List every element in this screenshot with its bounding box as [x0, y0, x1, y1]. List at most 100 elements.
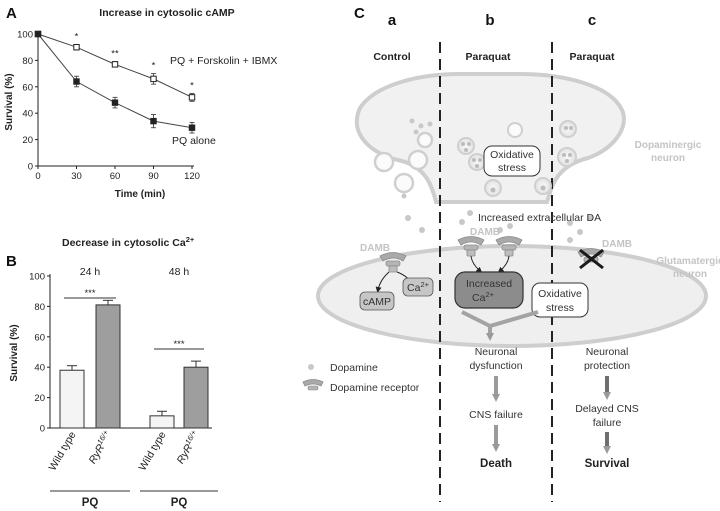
- bar-y-tick-label: 80: [34, 302, 45, 313]
- ca-label: Ca2+: [407, 280, 430, 294]
- oxidative-stress-presynaptic: [483, 145, 541, 177]
- x-tick-label: 0: [35, 171, 40, 182]
- damb-label-c: DAMB: [602, 239, 632, 250]
- extracellular-da-label: Increased extracellular DA: [478, 212, 601, 224]
- column-c-letter: c: [588, 12, 596, 29]
- bar-y-tick-label: 40: [34, 363, 45, 374]
- y-tick-label: 40: [22, 109, 33, 120]
- panel-b: B Decrease in cytosolic Ca2+ 02040608010…: [6, 235, 218, 509]
- x-tick-label: 120: [184, 171, 200, 182]
- panel-c-letter: C: [354, 5, 365, 22]
- y-tick-label: 20: [22, 135, 33, 146]
- y-tick-label: 80: [22, 56, 33, 67]
- y-tick-label: 60: [22, 82, 33, 93]
- oxidative-stress-bottom-line1: Oxidative: [538, 288, 582, 300]
- dopaminergic-terminal: [354, 72, 626, 204]
- series-label-pq-alone: PQ alone: [172, 135, 216, 147]
- vesicles-paraquat: [457, 122, 552, 197]
- bar-y-tick-label: 0: [40, 424, 45, 435]
- damb-label-b: DAMB: [470, 227, 500, 238]
- flow-b-step1-line1: Neuronal: [475, 346, 518, 358]
- group-time-label: 24 h: [80, 266, 101, 278]
- legend-receptor: Dopamine receptor: [330, 382, 420, 394]
- increased-label: Increased: [466, 278, 512, 290]
- flow-b-step2: CNS failure: [469, 409, 523, 421]
- dopaminergic-label-line2: neuron: [651, 153, 685, 164]
- y-tick-label: 0: [28, 162, 33, 173]
- bar-y-tick-label: 20: [34, 393, 45, 404]
- x-axis-title: Time (min): [115, 189, 165, 200]
- column-b-letter: b: [485, 12, 494, 29]
- significance-star: *: [152, 61, 156, 72]
- significance-star: **: [111, 49, 119, 60]
- dopamine-legend-icon: [308, 364, 314, 370]
- column-a-heading: Control: [373, 51, 410, 63]
- dopaminergic-label-line1: Dopaminergic: [635, 140, 702, 151]
- data-point: [188, 124, 196, 131]
- bar: [149, 415, 175, 429]
- flow-b-step1-line2: dysfunction: [469, 360, 522, 372]
- legend-dopamine: Dopamine: [330, 362, 378, 374]
- oxidative-stress-top-line2: stress: [498, 162, 526, 174]
- column-b-heading: Paraquat: [466, 51, 511, 63]
- receptor-b2: [495, 236, 523, 257]
- flow-c-step2-line2: failure: [593, 417, 622, 429]
- y-axis-title: Survival (%): [4, 73, 15, 130]
- data-point: [73, 44, 80, 51]
- flow-c-step1-line1: Neuronal: [586, 346, 629, 358]
- category-label: Wild type: [47, 429, 79, 473]
- treatment-label: PQ: [82, 497, 99, 509]
- oxidative-stress-top-line1: Oxidative: [490, 149, 534, 161]
- bar: [59, 369, 85, 429]
- extracellular-dopamine: [405, 210, 593, 243]
- ca-box: [402, 277, 434, 297]
- receptor-a: [379, 252, 407, 273]
- y-tick-label: 100: [17, 30, 33, 41]
- increased-ca-box: [454, 271, 524, 309]
- panel-c: C a b c Control Paraquat Paraquat: [302, 5, 720, 502]
- panel-a-title: Increase in cytosolic cAMP: [99, 7, 234, 19]
- vesicles-paraquat-c: [557, 120, 577, 167]
- x-tick-label: 30: [71, 171, 82, 182]
- receptor-legend-icon: [302, 379, 324, 391]
- data-point: [73, 78, 80, 85]
- camp-label: cAMP: [363, 296, 391, 308]
- data-point: [111, 99, 119, 106]
- bar: [95, 304, 121, 429]
- flow-b-final: Death: [480, 458, 512, 470]
- column-a-letter: a: [388, 12, 397, 29]
- flow-c-final: Survival: [585, 458, 630, 470]
- vesicles-control: [373, 118, 434, 199]
- increased-ca-label: Ca2+: [472, 290, 495, 304]
- blocked-receptor-c: [577, 248, 605, 270]
- bar-y-tick-label: 100: [29, 272, 45, 283]
- oxidative-stress-postsynaptic: [531, 282, 589, 318]
- data-point: [150, 75, 157, 83]
- damb-label-a: DAMB: [360, 243, 390, 254]
- treatment-label: PQ: [171, 497, 188, 509]
- flow-c-step1-line2: protection: [584, 360, 630, 372]
- data-point: [34, 30, 42, 38]
- line-chart-series-labels: PQ + Forskolin + IBMX PQ alone: [170, 55, 277, 147]
- flow-c-step2-line1: Delayed CNS: [575, 403, 639, 415]
- glutamatergic-label-line2: neuron: [673, 269, 707, 280]
- x-tick-label: 90: [148, 171, 159, 182]
- line-chart-series: *****: [34, 30, 196, 134]
- data-point: [188, 94, 196, 101]
- column-c-heading: Paraquat: [570, 51, 615, 63]
- series-label-forskolin: PQ + Forskolin + IBMX: [170, 55, 277, 67]
- data-point: [150, 117, 157, 125]
- panel-a: A Increase in cytosolic cAMP 02040608010…: [4, 5, 277, 200]
- group-time-label: 48 h: [169, 266, 190, 278]
- significance-stars: ***: [84, 288, 95, 299]
- glutamatergic-label-line1: Glutamatergic: [656, 256, 720, 267]
- significance-star: *: [75, 32, 79, 43]
- panel-b-letter: B: [6, 253, 17, 270]
- camp-box: [359, 291, 395, 311]
- category-label: RyR16/+: [173, 428, 203, 466]
